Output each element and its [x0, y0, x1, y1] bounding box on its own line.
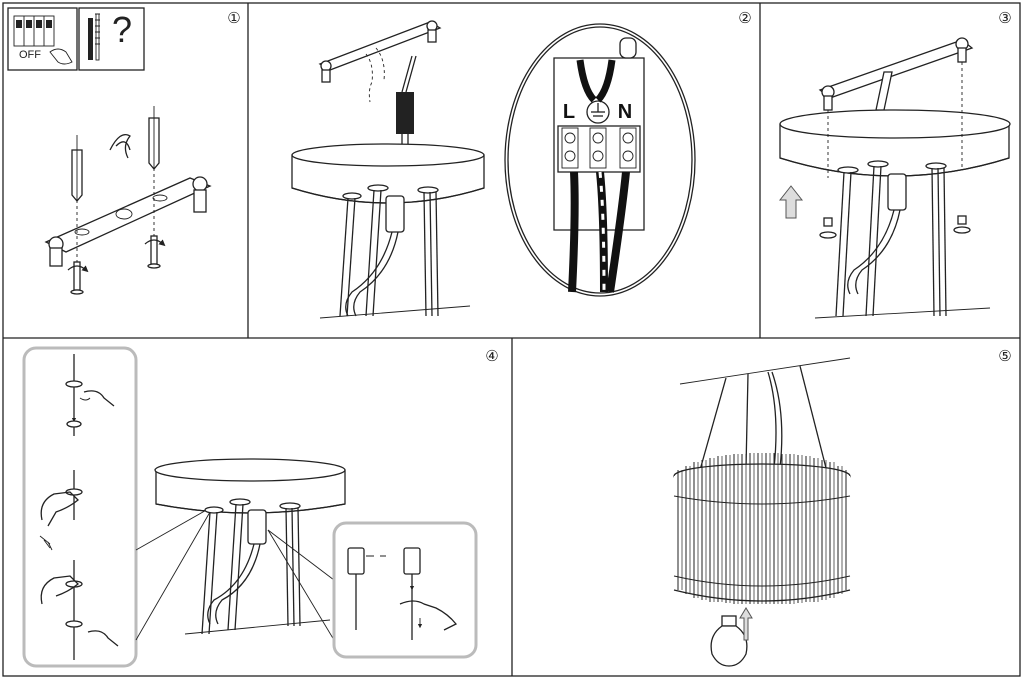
- earth-symbol: [586, 100, 610, 124]
- terminal-block-detail: L N: [504, 23, 696, 297]
- step-number-1: ①: [227, 9, 240, 27]
- tools-required-icon: ?: [78, 7, 145, 71]
- cable-sketch: [109, 133, 131, 159]
- panel-2-wiring: L N: [291, 20, 696, 319]
- canopy-panel-2: [291, 143, 485, 204]
- canopy-panel-3: [779, 109, 1011, 177]
- panel-3-fix-canopy: [778, 37, 1011, 319]
- mounting-bracket: [44, 176, 212, 267]
- cap-nut-left: [819, 217, 837, 239]
- panel-1-mounting-bracket: OFF ?: [7, 7, 212, 296]
- circuit-breaker-off-icon: OFF: [7, 7, 78, 71]
- neutral-terminal-label: N: [618, 101, 632, 123]
- wall-plug-left: [71, 135, 83, 203]
- step-number-4: ④: [485, 347, 498, 365]
- panel-4-adjust-height: [22, 346, 478, 668]
- suspension-rods-panel-4: [184, 498, 331, 635]
- step-number-5: ⑤: [998, 347, 1011, 365]
- light-bulb-icon: [710, 607, 753, 667]
- step-number-2: ②: [738, 9, 751, 27]
- live-terminal-label: L: [563, 101, 575, 123]
- question-mark: ?: [112, 9, 132, 50]
- screw-left: [67, 261, 89, 295]
- detail-box-left: [22, 346, 138, 668]
- screw-right: [144, 235, 166, 269]
- wall-plug-right: [148, 106, 160, 171]
- suspension-rods-panel-2: [319, 184, 471, 319]
- step-number-3: ③: [998, 9, 1011, 27]
- cap-nut-right: [953, 215, 971, 234]
- up-arrow-icon: [778, 185, 804, 219]
- canopy-panel-4: [154, 458, 346, 514]
- chandelier-body: [673, 453, 851, 604]
- detail-box-right: [332, 521, 478, 659]
- off-label: OFF: [19, 49, 41, 61]
- suspension-rods-panel-3: [814, 160, 991, 319]
- panel-5-finished-chandelier: [673, 357, 851, 667]
